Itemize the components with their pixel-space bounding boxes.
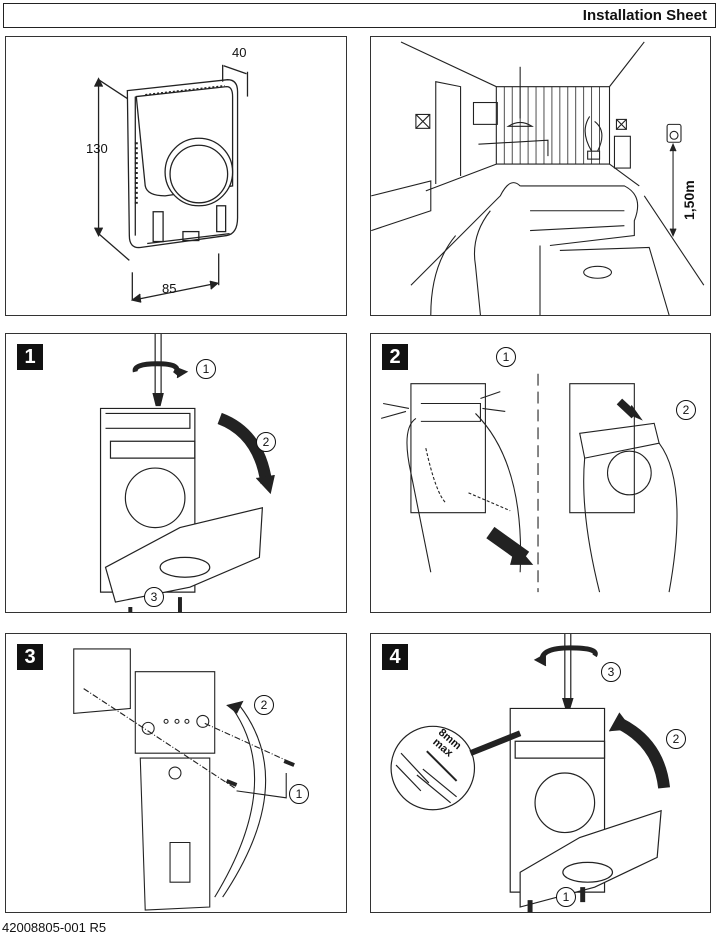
step-3-callout-1: 1 [289,784,309,804]
living-room-illustration [371,41,705,315]
page-title: Installation Sheet [582,7,707,24]
step-3-callout-2: 2 [254,695,274,715]
step-4-badge: 4 [382,644,408,670]
step-2-callout-1: 1 [496,347,516,367]
width-dimension-label: 85 [162,281,177,296]
step-3-badge: 3 [17,644,43,670]
step-2-callout-2: 2 [676,400,696,420]
step-2-panel: 2 1 2 [370,333,711,613]
step-3-wall-mount-illustration [73,648,295,911]
step-1-callout-1: 1 [196,359,216,379]
depth-dimension-label: 40 [232,45,247,60]
step-1-panel: 1 1 2 3 [5,333,347,613]
step-4-panel: 4 8mm max 3 2 1 [370,633,711,913]
step-4-callout-1: 1 [556,887,576,907]
thermostat-dimension-drawing [94,64,249,303]
mounting-height-label: 1,50m [681,180,697,220]
step-2-release-terminal-illustration [380,373,678,593]
height-dimension-label: 130 [86,141,108,156]
header-bar: Installation Sheet [3,3,716,28]
step-4-callout-3: 3 [601,662,621,682]
step-4-wiring-refit-illustration [390,634,671,912]
dimensions-panel: 130 40 85 [5,36,347,316]
step-4-callout-2: 2 [666,729,686,749]
document-code: 42008805-001 R5 [2,920,107,935]
step-1-remove-cover-illustration [99,334,275,612]
step-1-badge: 1 [17,344,43,370]
room-placement-panel: 1,50m [370,36,711,316]
step-2-badge: 2 [382,344,408,370]
step-3-panel: 3 2 1 [5,633,347,913]
step-1-callout-2: 2 [256,432,276,452]
step-1-callout-3: 3 [144,587,164,607]
